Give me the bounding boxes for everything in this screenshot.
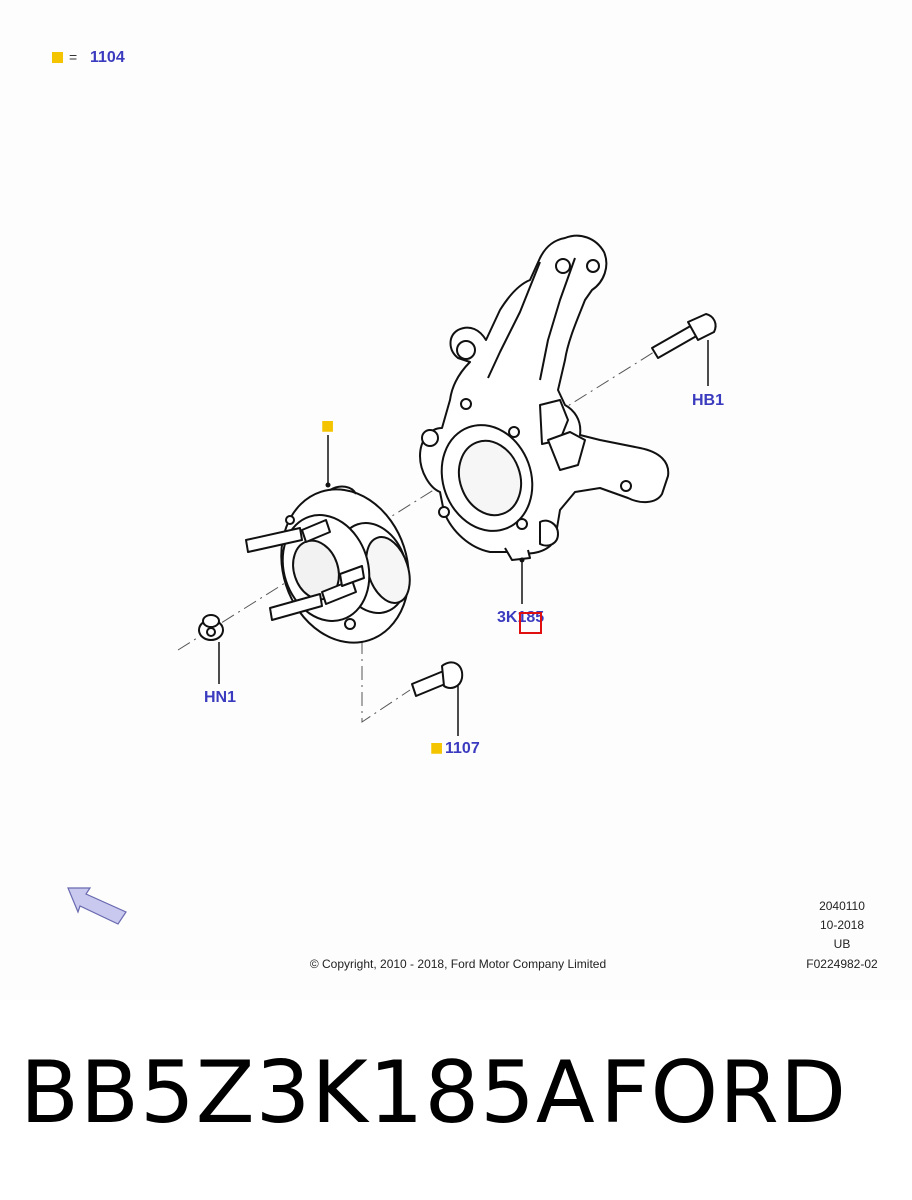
meta-code: 2040110	[819, 899, 865, 913]
legend: = 1104	[52, 49, 125, 66]
steering-knuckle[interactable]	[419, 234, 670, 561]
legend-marker	[52, 52, 63, 63]
assembly-axis	[177, 341, 671, 723]
callout-hb1[interactable]: HB1	[692, 392, 724, 409]
brand-name: FORD	[600, 1043, 848, 1143]
callout-hub-marker: ■	[321, 418, 334, 434]
meta-figure: F0224982-02	[806, 957, 878, 971]
meta-date: 10-2018	[820, 918, 864, 932]
diagram-panel: = 1104	[52, 49, 879, 971]
meta-region: UB	[834, 937, 851, 951]
legend-value[interactable]: 1104	[90, 49, 125, 66]
nut-hn1[interactable]	[198, 614, 224, 641]
part-number: BB5Z3K185A	[20, 1043, 596, 1143]
bolt-hb1[interactable]	[651, 313, 717, 359]
highlight-box	[519, 612, 542, 634]
callout-hn1[interactable]: HN1	[204, 689, 236, 706]
wheel-hub[interactable]	[245, 473, 428, 660]
callout-bolt-marker: ■	[430, 740, 443, 756]
legend-equals: =	[69, 49, 77, 65]
vehicle-front-arrow-icon	[67, 887, 127, 925]
callout-bolt[interactable]: 1107	[445, 740, 480, 757]
copyright-text: © Copyright, 2010 - 2018, Ford Motor Com…	[310, 957, 606, 971]
bottom-banner	[0, 1010, 912, 1200]
bolt-1107[interactable]	[411, 661, 464, 697]
parts-diagram: = 1104	[52, 49, 878, 971]
